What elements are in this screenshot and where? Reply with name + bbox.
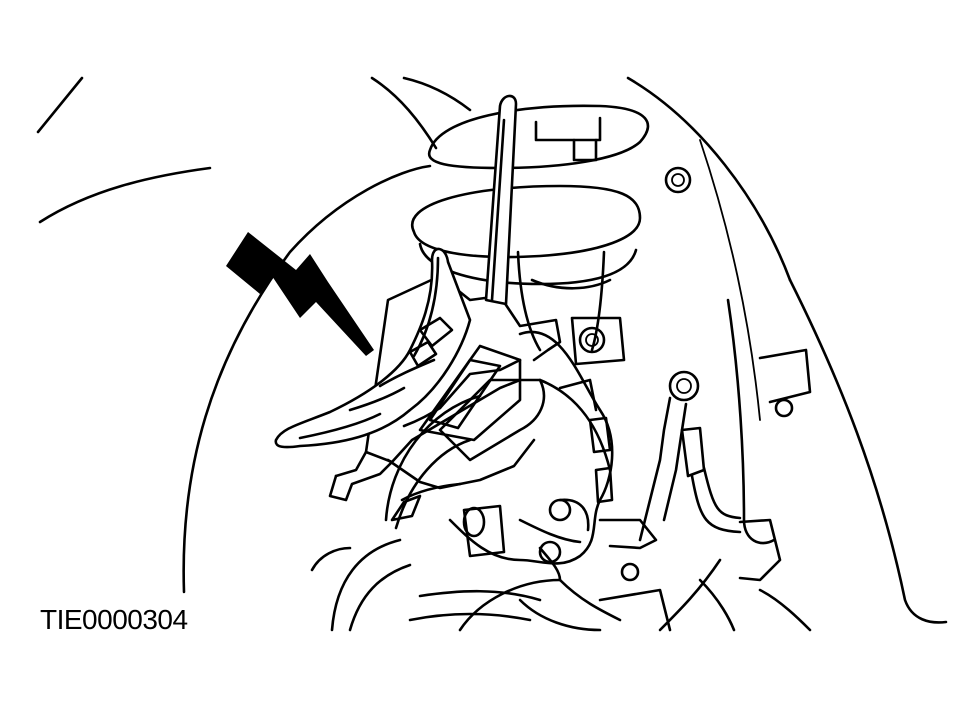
strut-body (516, 250, 626, 366)
chassis-bracket (664, 166, 812, 545)
arrow-pointer-icon (226, 232, 374, 356)
lower-arm (408, 578, 812, 632)
brake-hose (638, 370, 782, 632)
pad-spreader-tool (274, 94, 518, 449)
figure-id-label: TIE0000304 (40, 604, 188, 635)
brake-disc (310, 394, 482, 632)
brake-pads (418, 344, 546, 462)
brake-caliper (448, 330, 658, 632)
wheel-arch-lines (36, 76, 948, 624)
